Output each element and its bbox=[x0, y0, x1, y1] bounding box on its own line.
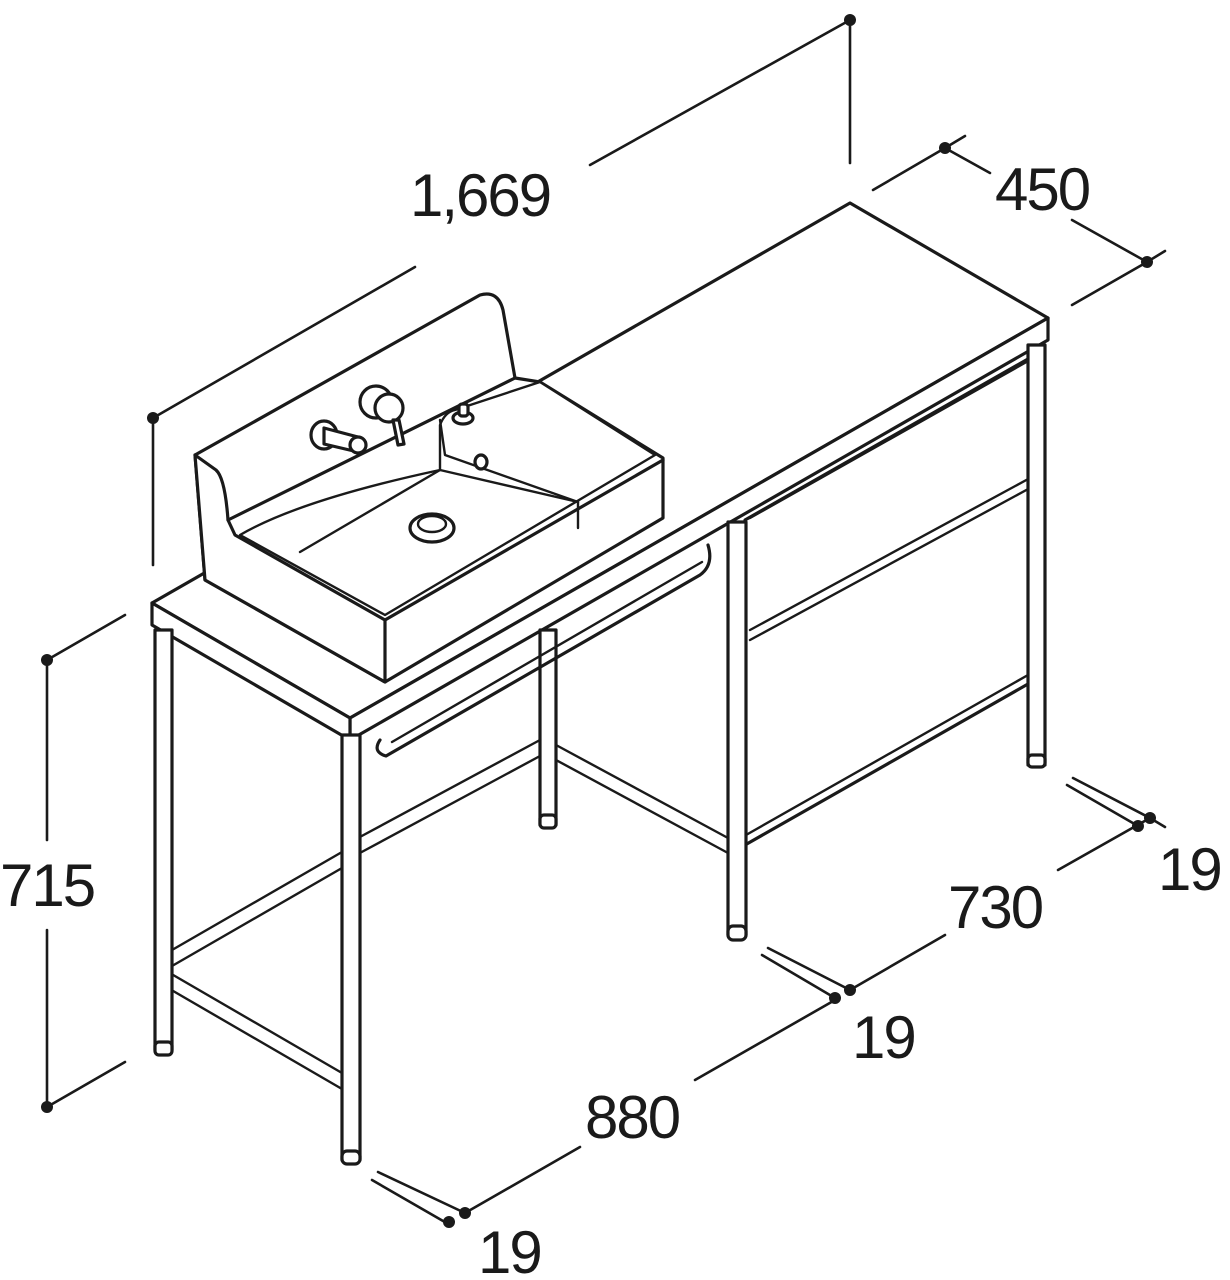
label-leg-left: 19 bbox=[478, 1219, 541, 1280]
label-depth: 450 bbox=[995, 156, 1090, 223]
label-leg-right: 19 bbox=[1158, 836, 1221, 903]
label-basin-section-width: 880 bbox=[585, 1084, 680, 1151]
washbasin bbox=[193, 292, 665, 684]
label-total-width: 1,669 bbox=[410, 162, 550, 229]
basin-frame bbox=[153, 543, 730, 1166]
dimension-labels: 1,669 450 715 880 730 19 19 19 bbox=[0, 156, 1223, 1280]
label-height: 715 bbox=[0, 852, 94, 919]
drawer-cabinet bbox=[726, 343, 1047, 942]
dimension-lines bbox=[41, 14, 1167, 1228]
label-leg-middle: 19 bbox=[852, 1004, 915, 1071]
label-cabinet-section-width: 730 bbox=[948, 874, 1043, 941]
